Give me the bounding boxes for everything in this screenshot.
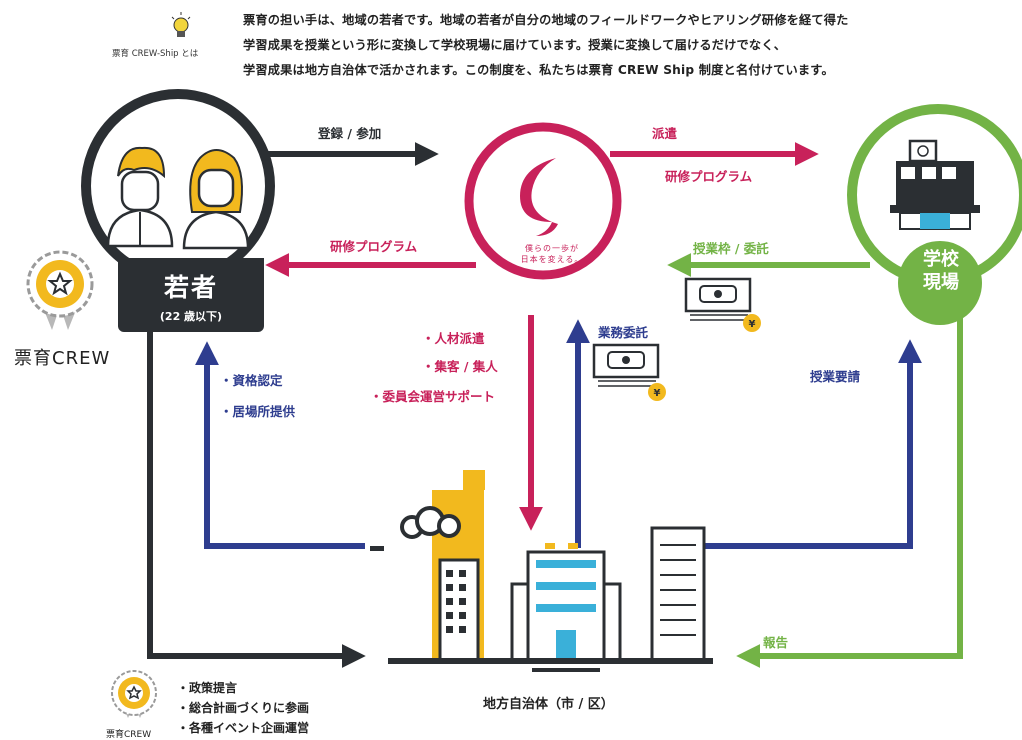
school-label-line: 学校 bbox=[923, 249, 959, 270]
intro-line: 票育の担い手は、地域の若者です。地域の若者が自分の地域のフィールドワークやヒアリ… bbox=[243, 13, 849, 27]
intro-line: 学習成果は地方自治体で活かされます。この制度を、私たちは票育 CREW Ship… bbox=[243, 63, 834, 77]
arrow-youth-to-government bbox=[147, 330, 366, 668]
yen-coin-icon: ¥ bbox=[743, 314, 761, 332]
bottom-role-item: ・政策提言 bbox=[177, 681, 238, 695]
government-label: 地方自治体（市 / 区） bbox=[483, 697, 614, 712]
intro-text: 票育の担い手は、地域の若者です。地域の若者が自分の地域のフィールドワークやヒアリ… bbox=[243, 8, 1013, 83]
label-training-to-school: 研修プログラム bbox=[665, 169, 753, 184]
school-node bbox=[847, 104, 1022, 325]
label-gov-to-youth-1: ・資格認定 bbox=[220, 373, 283, 388]
arrow-report bbox=[736, 315, 963, 668]
star-badge-icon bbox=[111, 670, 157, 718]
youth-label-box: 若者 (22 歳以下) bbox=[118, 258, 264, 332]
youth-subtitle: (22 歳以下) bbox=[159, 310, 223, 323]
arrow-gov-to-youth bbox=[195, 341, 365, 549]
label-org-to-gov-2: ・集客 / 集人 bbox=[422, 359, 498, 374]
arrow-class-request bbox=[705, 339, 922, 549]
label-org-to-gov-1: ・人材派遣 bbox=[422, 331, 485, 346]
bottom-role-list: ・政策提言 ・総合計画づくりに参画 ・各種イベント企画運営 bbox=[177, 678, 309, 738]
label-report: 報告 bbox=[763, 635, 789, 650]
youth-node bbox=[81, 89, 275, 283]
star-badge-icon bbox=[26, 250, 94, 330]
label-class-request: 授業要請 bbox=[810, 369, 861, 384]
org-node bbox=[464, 122, 622, 280]
money-icon bbox=[684, 277, 752, 321]
label-class-slot: 授業枠 / 委託 bbox=[693, 241, 769, 256]
label-org-to-gov-3: ・委員会運営サポート bbox=[370, 389, 496, 404]
label-register: 登録 / 参加 bbox=[318, 126, 382, 141]
label-business-commission: 業務委託 bbox=[598, 325, 649, 340]
yen-coin-icon: ¥ bbox=[648, 383, 666, 401]
label-dispatch: 派遣 bbox=[652, 126, 678, 141]
youth-title: 若者 bbox=[163, 273, 218, 302]
svg-text:¥: ¥ bbox=[749, 319, 756, 330]
bottom-role-item: ・各種イベント企画運営 bbox=[177, 721, 310, 735]
school-label-bg bbox=[898, 241, 982, 325]
school-label-line: 現場 bbox=[923, 272, 959, 293]
lightbulb-icon bbox=[171, 12, 191, 37]
people-icon bbox=[106, 146, 250, 250]
label-gov-to-youth-2: ・居場所提供 bbox=[220, 404, 296, 419]
school-building-icon bbox=[890, 139, 980, 230]
bottom-role-item: ・総合計画づくりに参画 bbox=[177, 701, 310, 715]
city-buildings-icon bbox=[370, 470, 713, 672]
crew-badge-text: 票育CREW bbox=[14, 348, 111, 369]
org-slogan: 僕らの一歩が 日本を変える。 bbox=[497, 243, 607, 265]
org-slogan-line: 日本を変える。 bbox=[520, 255, 584, 264]
school-label: 学校 現場 bbox=[904, 248, 978, 294]
svg-text:¥: ¥ bbox=[654, 388, 661, 399]
org-slogan-line: 僕らの一歩が bbox=[525, 244, 579, 253]
bottom-badge-text: 票育CREW bbox=[106, 730, 152, 740]
label-training-to-youth: 研修プログラム bbox=[330, 239, 418, 254]
intro-line: 学習成果を授業という形に変換して学校現場に届けています。授業に変換して届けるだけ… bbox=[243, 38, 787, 52]
crescent-logo-icon bbox=[520, 158, 558, 236]
money-icon bbox=[592, 343, 660, 387]
bulb-caption: 票育 CREW-Ship とは bbox=[112, 49, 199, 59]
